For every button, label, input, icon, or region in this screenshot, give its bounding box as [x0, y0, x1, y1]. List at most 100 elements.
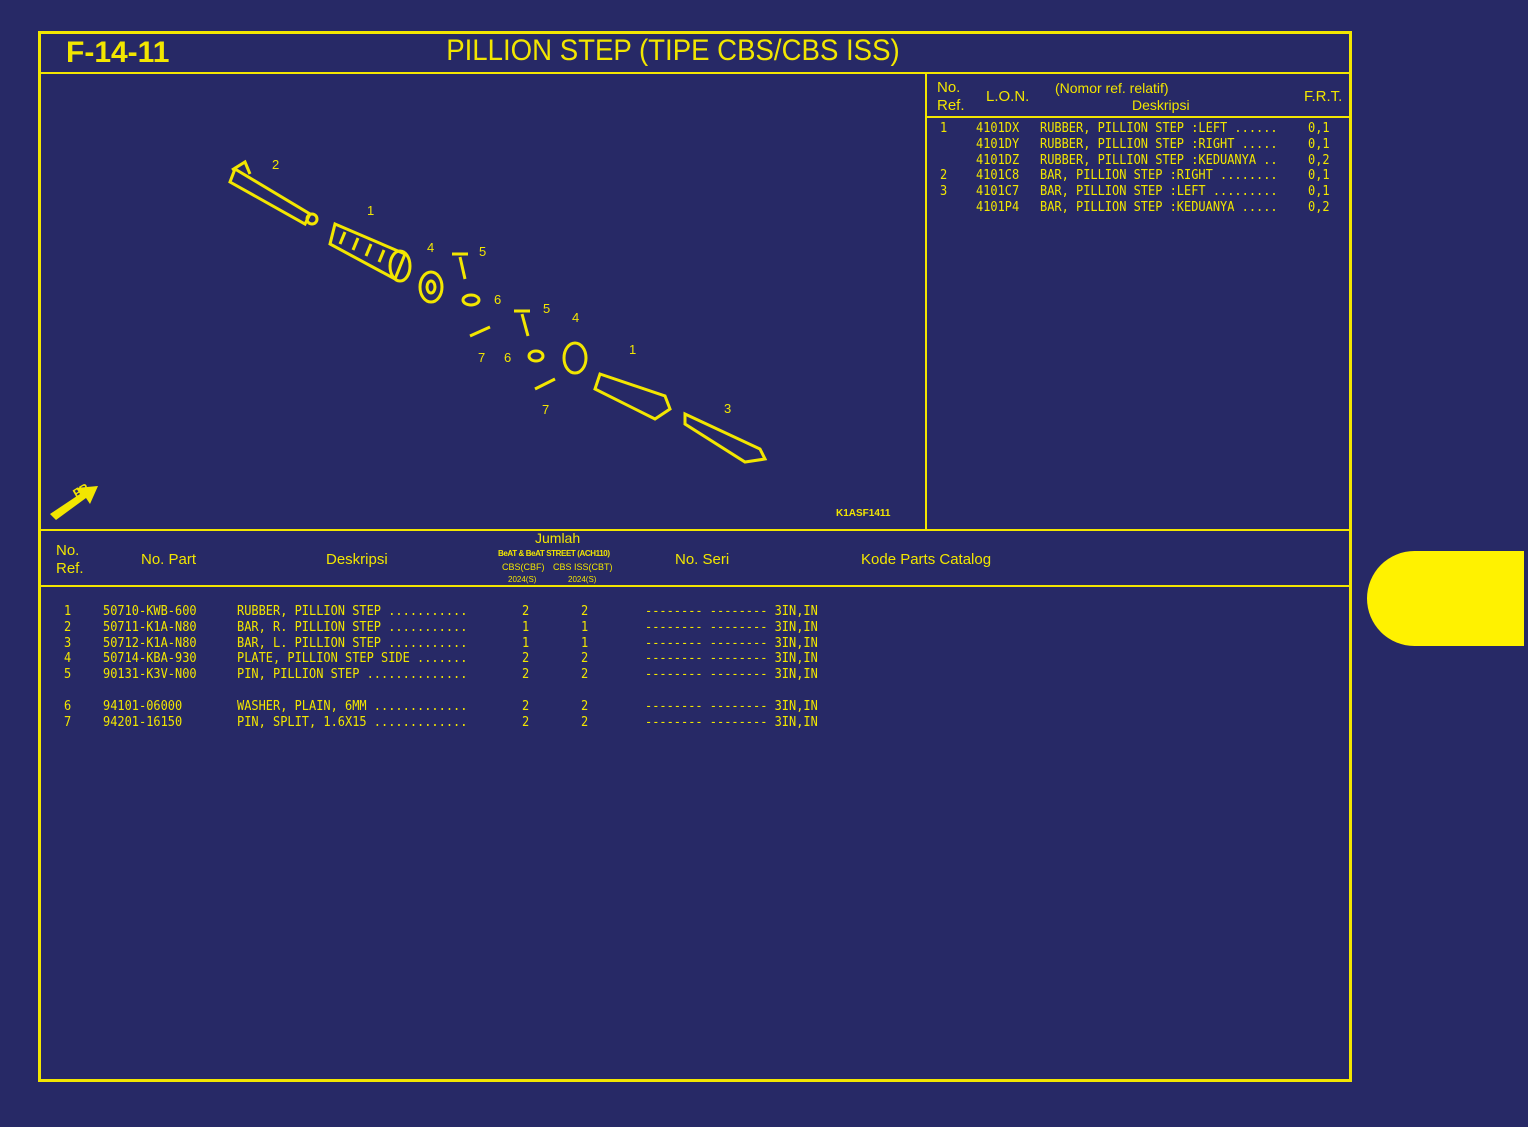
- lon-desc: BAR, PILLION STEP :LEFT .........: [1040, 184, 1278, 200]
- exploded-diagram: 2 1 4 5 6 5 4 7 6 1 7 3 K1ASF1411 FR.: [50, 157, 891, 520]
- part-desc: BAR, R. PILLION STEP ...........: [237, 619, 468, 635]
- part-number: 94101-06000: [103, 698, 183, 714]
- part-serial: -------- -------- 3IN,IN: [645, 667, 818, 683]
- split-pin-part: [469, 325, 491, 338]
- plate-part: [418, 270, 444, 304]
- parts-header-serial: No. Seri: [675, 551, 730, 568]
- callout: 2: [272, 157, 279, 172]
- lon-frt: 0,1: [1308, 184, 1330, 200]
- callout: 1: [367, 203, 374, 218]
- parts-header-part: No. Part: [141, 551, 197, 568]
- part-number: 50711-K1A-N80: [103, 619, 197, 635]
- part-ref: 3: [64, 635, 72, 651]
- callout: 5: [479, 244, 486, 259]
- parts-header-qty: Jumlah: [535, 530, 581, 546]
- qty-cbs-iss: 2: [581, 667, 589, 683]
- callout: 7: [542, 402, 549, 417]
- lon-code: 4101C7: [976, 184, 1020, 200]
- divider: [40, 585, 1350, 587]
- lon-code: 4101C8: [976, 168, 1020, 184]
- lon-frt: 0,2: [1308, 152, 1330, 168]
- callout: 1: [629, 342, 636, 357]
- lon-desc: BAR, PILLION STEP :RIGHT ........: [1040, 168, 1278, 184]
- part-ref: 6: [64, 698, 72, 714]
- divider: [927, 116, 1350, 118]
- lon-header-desc: Deskripsi: [1132, 97, 1190, 113]
- lon-code: 4101DX: [976, 121, 1020, 136]
- callout: 6: [504, 350, 511, 365]
- parts-header-col1: CBS(CBF): [502, 562, 545, 572]
- lon-frt: 0,2: [1308, 200, 1330, 215]
- callout: 6: [494, 292, 501, 307]
- callout: 7: [478, 350, 485, 365]
- part-ref: 4: [64, 651, 72, 667]
- qty-cbs-iss: 2: [581, 714, 589, 730]
- bar-right-part: [228, 159, 319, 227]
- qty-cbs: 2: [522, 604, 530, 619]
- part-ref: 2: [64, 619, 72, 635]
- parts-header-col2: CBS ISS(CBT): [553, 562, 613, 572]
- rubber-part-left: [593, 372, 672, 421]
- parts-header-desc: Deskripsi: [326, 551, 388, 568]
- callout: 4: [427, 240, 434, 255]
- washer-part: [461, 293, 481, 307]
- qty-cbs: 1: [522, 635, 530, 651]
- lon-desc: BAR, PILLION STEP :KEDUANYA .....: [1040, 200, 1278, 215]
- lon-desc: RUBBER, PILLION STEP :RIGHT .....: [1040, 136, 1278, 152]
- qty-cbs: 2: [522, 714, 530, 730]
- callout: 3: [724, 401, 731, 416]
- lon-frt: 0,1: [1308, 121, 1330, 136]
- part-serial: -------- -------- 3IN,IN: [645, 635, 818, 651]
- lon-desc: RUBBER, PILLION STEP :KEDUANYA ..: [1040, 152, 1278, 168]
- part-number: 94201-16150: [103, 714, 183, 730]
- part-serial: -------- -------- 3IN,IN: [645, 619, 818, 635]
- parts-header-ref: No. Ref.: [56, 542, 84, 577]
- lon-header-desc-top: (Nomor ref. relatif): [1055, 80, 1169, 96]
- lon-frt: 0,1: [1308, 168, 1330, 184]
- part-serial: -------- -------- 3IN,IN: [645, 604, 818, 619]
- lon-desc: RUBBER, PILLION STEP :LEFT ......: [1040, 121, 1278, 136]
- lon-code: 4101DY: [976, 136, 1020, 152]
- part-desc: PIN, SPLIT, 1.6X15 .............: [237, 714, 468, 730]
- part-number: 50712-K1A-N80: [103, 635, 197, 651]
- callout: 4: [572, 310, 579, 325]
- part-ref: 1: [64, 604, 72, 619]
- divider: [40, 72, 1350, 74]
- lon-frt: 0,1: [1308, 136, 1330, 152]
- qty-cbs-iss: 2: [581, 651, 589, 667]
- divider: [40, 529, 1350, 531]
- page-title: PILLION STEP (TIPE CBS/CBS ISS): [446, 34, 900, 67]
- qty-cbs: 1: [522, 619, 530, 635]
- front-arrow-icon: [50, 486, 98, 520]
- pin-part: [452, 252, 468, 280]
- diagram-code: K1ASF1411: [836, 508, 891, 519]
- part-desc: PLATE, PILLION STEP SIDE .......: [237, 651, 468, 667]
- parts-header-catalog: Kode Parts Catalog: [861, 551, 992, 568]
- lon-header-frt: F.R.T.: [1304, 88, 1343, 105]
- qty-cbs: 2: [522, 651, 530, 667]
- lon-ref: 2: [940, 168, 948, 184]
- qty-cbs-iss: 1: [581, 635, 589, 651]
- qty-cbs: 2: [522, 667, 530, 683]
- qty-cbs-iss: 2: [581, 698, 589, 714]
- part-number: 90131-K3V-N00: [103, 667, 197, 683]
- part-ref: 7: [64, 714, 72, 730]
- qty-cbs-iss: 1: [581, 619, 589, 635]
- catalog-frame: [38, 31, 1352, 1082]
- parts-header-year2: 2024(S): [568, 575, 597, 584]
- side-tab-button[interactable]: [1367, 551, 1524, 646]
- part-ref: 5: [64, 667, 72, 683]
- part-serial: -------- -------- 3IN,IN: [645, 714, 818, 730]
- lon-ref: 1: [940, 121, 948, 136]
- part-serial: -------- -------- 3IN,IN: [645, 698, 818, 714]
- lon-ref: 3: [940, 184, 948, 200]
- lon-code: 4101DZ: [976, 152, 1020, 168]
- rubber-part: [328, 221, 412, 283]
- part-number: 50714-KBA-930: [103, 651, 197, 667]
- callout: 5: [543, 301, 550, 316]
- lon-code: 4101P4: [976, 200, 1020, 215]
- parts-header-year1: 2024(S): [508, 575, 537, 584]
- qty-cbs: 2: [522, 698, 530, 714]
- lon-header-ref: No. Ref.: [937, 79, 965, 114]
- part-desc: BAR, L. PILLION STEP ...........: [237, 635, 468, 651]
